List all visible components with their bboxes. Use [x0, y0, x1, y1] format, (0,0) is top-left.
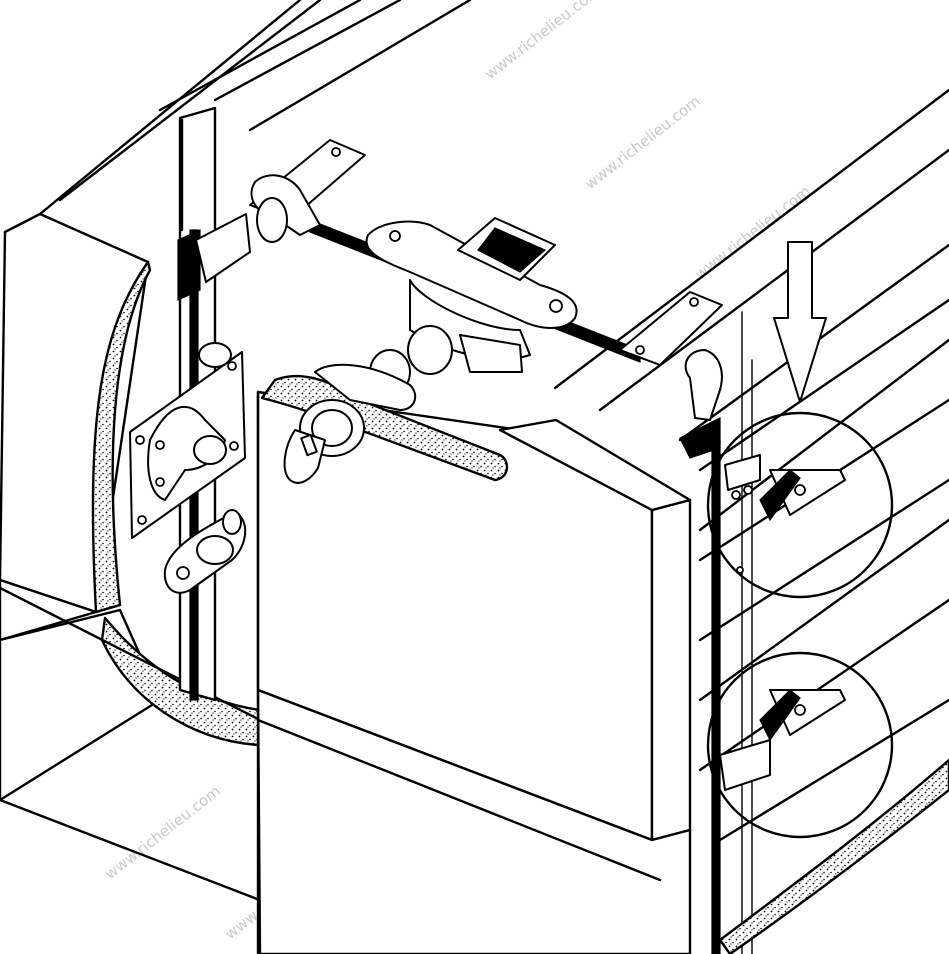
lock-cylinder-with-key [283, 363, 417, 484]
callouts [706, 411, 894, 839]
right-hooks [719, 469, 846, 791]
lower-detail-callout [706, 651, 894, 839]
down-arrow-indicator [773, 241, 827, 403]
watermark-1: www.richelieu.com [481, 0, 603, 83]
right-vertical-rod [679, 311, 761, 954]
watermark-6: www.richelieu.com [101, 782, 223, 883]
upper-detail-callout [706, 411, 894, 599]
left-top-bracket [249, 139, 366, 243]
center-cam-mechanism [365, 217, 578, 395]
left-bottom-pin [163, 509, 247, 594]
left-cabinet-wall [0, 212, 402, 954]
right-top-bracket [619, 291, 723, 421]
escutcheon-plate [129, 342, 246, 539]
watermark-2: www.richelieu.com [581, 92, 703, 193]
drawer-front-panel [256, 374, 692, 954]
right-cut-section [718, 758, 949, 954]
